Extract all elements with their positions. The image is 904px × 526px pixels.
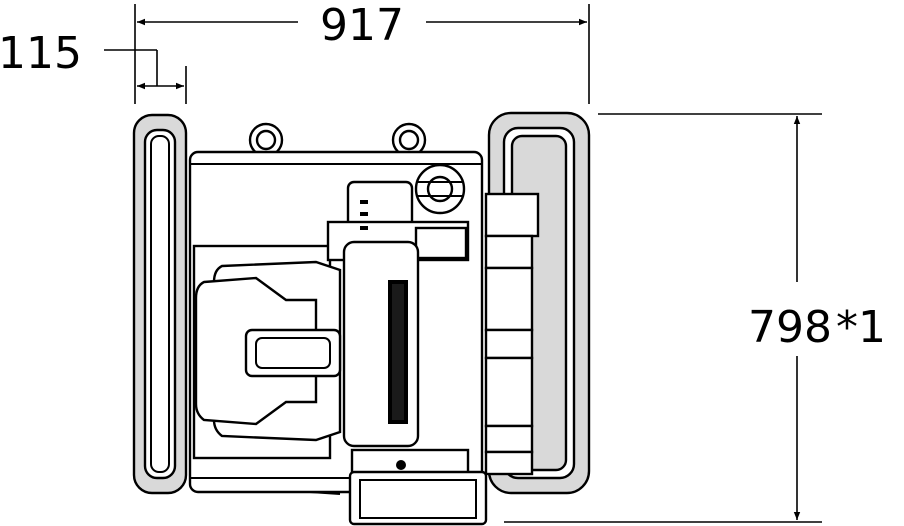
lifting-eye-right [391, 122, 427, 158]
blade [348, 470, 488, 526]
control-indicator-marks [360, 200, 368, 230]
pulley [414, 163, 466, 215]
length-dimension-label: 798*1 [748, 302, 886, 353]
seat-handle-opening [244, 328, 342, 378]
seat-cushion [194, 260, 342, 442]
length-dimension: 798*1 [504, 113, 886, 523]
side-step-plates [484, 192, 540, 476]
left-crawler-track [132, 113, 188, 495]
length-note-mark: *1 [836, 302, 886, 353]
machine [132, 111, 591, 526]
engine-cover [342, 240, 420, 448]
lifting-eye-left [248, 122, 284, 158]
track-width-label: 115 [0, 28, 82, 79]
control-panel-inset [414, 226, 468, 260]
width-dimension: 917 [134, 0, 590, 104]
front-blade [348, 448, 488, 526]
track-width-dimension: 115 [0, 28, 187, 104]
width-dimension-label: 917 [320, 0, 404, 51]
